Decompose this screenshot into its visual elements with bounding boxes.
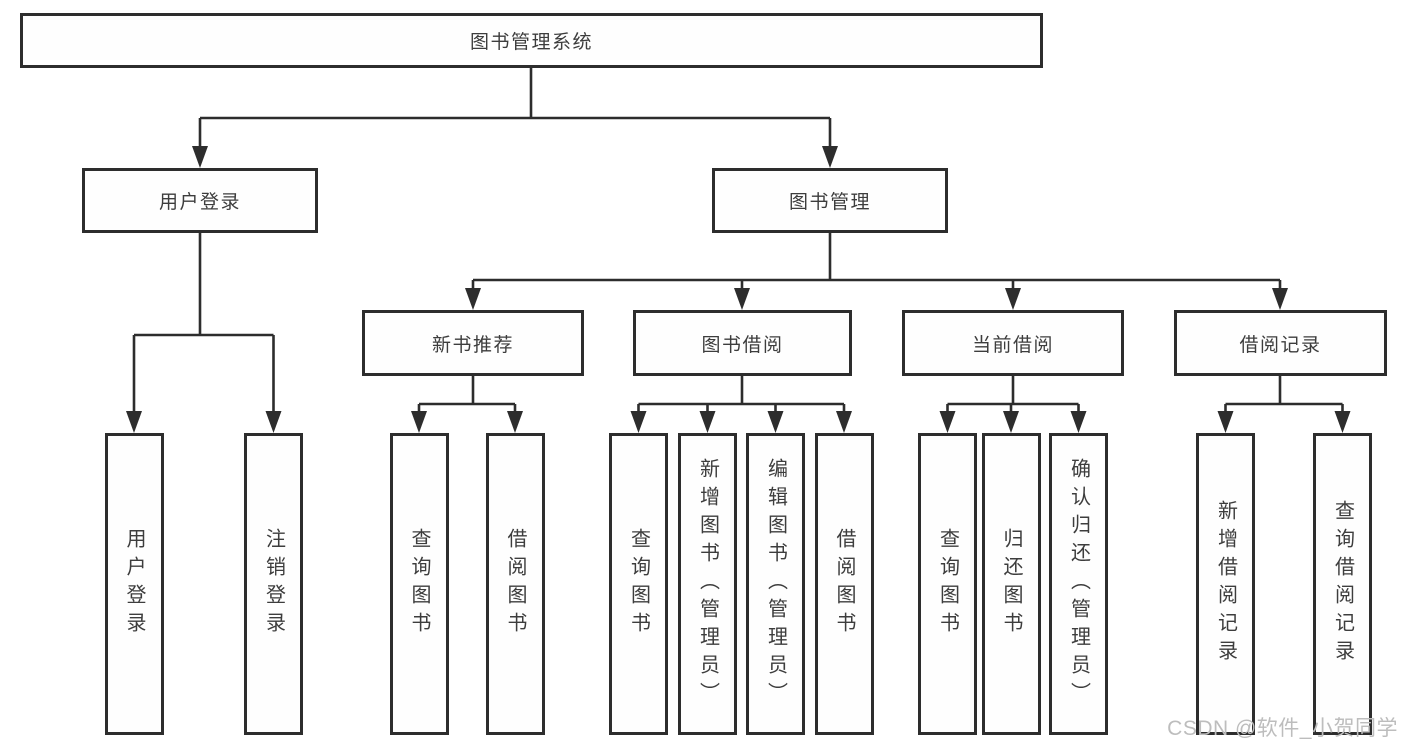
arrowheads [126, 146, 1351, 433]
node-label: 图书管理系统 [469, 32, 593, 53]
node-label: 查询图书 [627, 528, 650, 640]
node-label: 图书借阅 [701, 334, 784, 356]
node-label: 借阅图书 [504, 528, 526, 640]
csdn-watermark: CSDN @软件_小贺同学 [1167, 717, 1398, 740]
leaf-query-books-3: 查询图书 [918, 433, 977, 735]
leaf-add-borrow-record: 新增借阅记录 [1196, 433, 1255, 735]
leaf-query-books-1: 查询图书 [389, 433, 449, 735]
node-label: 用户登录 [123, 528, 145, 640]
leaf-query-books-2: 查询图书 [609, 433, 668, 735]
node-label: 借阅记录 [1239, 334, 1322, 356]
leaf-user-login: 用户登录 [104, 433, 164, 735]
leaf-logout: 注销登录 [244, 433, 303, 735]
leaf-add-books-admin: 新增图书（管理员） [678, 433, 737, 735]
node-label: 借阅图书 [833, 528, 855, 640]
node-label: 查询借阅记录 [1331, 500, 1354, 668]
node-label: 新增借阅记录 [1214, 500, 1237, 668]
node-library-management-system: 图书管理系统 [20, 13, 1043, 68]
leaf-borrow-books-1: 借阅图书 [485, 433, 545, 735]
node-label: 查询图书 [936, 528, 959, 640]
node-label: 查询图书 [408, 528, 430, 640]
node-label: 确认归还（管理员） [1067, 458, 1090, 710]
node-label: 归还图书 [1000, 528, 1022, 640]
node-label: 用户登录 [158, 192, 241, 213]
node-label: 编辑图书（管理员） [764, 458, 787, 710]
node-label: 注销登录 [262, 528, 285, 640]
node-label: 新书推荐 [431, 334, 514, 356]
node-user-login: 用户登录 [82, 168, 318, 233]
node-borrowing-records: 借阅记录 [1174, 310, 1387, 376]
node-book-borrowing: 图书借阅 [633, 310, 852, 376]
node-current-borrowing: 当前借阅 [902, 310, 1124, 376]
node-new-book-recommendation: 新书推荐 [362, 310, 584, 376]
leaf-query-borrow-record: 查询借阅记录 [1313, 433, 1372, 735]
leaf-confirm-return-admin: 确认归还（管理员） [1049, 433, 1108, 735]
node-label: 当前借阅 [971, 334, 1054, 356]
node-label: 新增图书（管理员） [696, 458, 719, 710]
leaf-return-books: 归还图书 [981, 433, 1041, 735]
leaf-borrow-books-2: 借阅图书 [814, 433, 874, 735]
node-label: 图书管理 [788, 192, 871, 213]
node-book-management: 图书管理 [712, 168, 948, 233]
leaf-edit-books-admin: 编辑图书（管理员） [746, 433, 805, 735]
